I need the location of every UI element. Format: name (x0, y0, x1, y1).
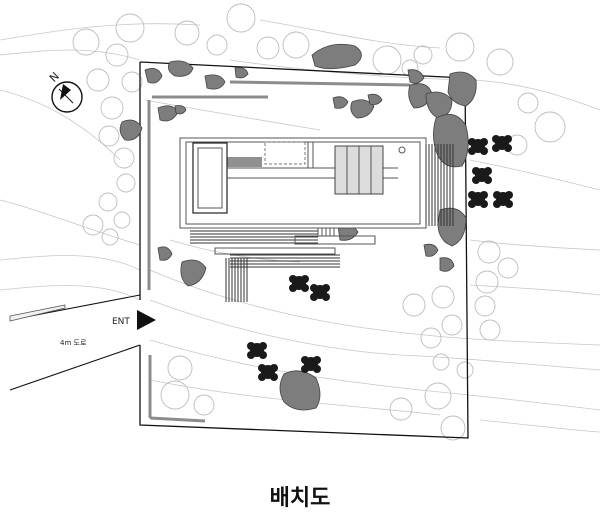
drawing-title: 배치도 (269, 486, 331, 511)
building-footprint (179, 137, 427, 229)
road-label: 4m 도로 (60, 339, 87, 347)
entrance-arrow-icon (137, 310, 156, 330)
east-deck (425, 144, 454, 226)
north-label: N (47, 70, 62, 85)
outline-trees (72, 3, 566, 441)
south-walkway (214, 228, 376, 255)
road (9, 294, 141, 391)
north-arrow-icon (51, 81, 83, 113)
rocks (119, 43, 477, 411)
building-stair (227, 157, 262, 167)
entrance-label: ENT (112, 317, 130, 327)
south-deck (190, 230, 340, 268)
contour-lines (0, 19, 600, 433)
south-steps (225, 258, 248, 302)
property-boundary (139, 61, 469, 439)
specimen-trees (247, 135, 513, 381)
boundary-walls (147, 80, 411, 423)
